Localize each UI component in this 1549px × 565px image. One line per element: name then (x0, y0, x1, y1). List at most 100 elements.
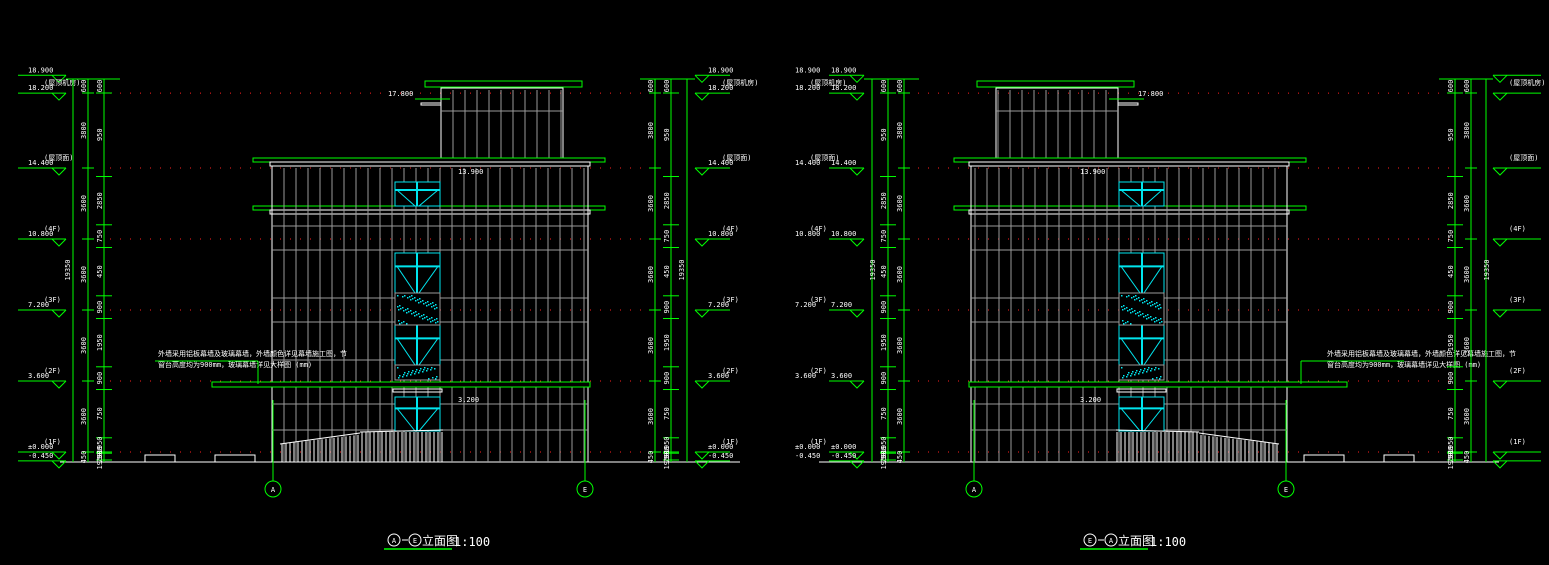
spandrel-dot (418, 372, 420, 374)
penthouse-roof-slab (424, 80, 583, 88)
spandrel-dot (432, 320, 434, 322)
spandrel-dot (420, 368, 422, 370)
spandrel-dot (407, 373, 409, 375)
site-step (214, 454, 256, 463)
canopy-level: 3.200 (1080, 396, 1101, 404)
spandrel-dot (1139, 311, 1141, 313)
level-name-text: (4F) (1509, 225, 1526, 233)
level-triangle-icon (51, 92, 67, 101)
level-name-text: (屋顶机房) (722, 78, 758, 87)
dimension-sub: 750 (1447, 450, 1455, 463)
upper-door-level: 13.900 (458, 168, 483, 176)
level-name-text: (1F) (722, 438, 739, 446)
spandrel-dot (1138, 373, 1140, 375)
site-step (144, 454, 176, 463)
dimension-sub: 1950 (663, 436, 671, 453)
roof-slab (269, 209, 591, 215)
spandrel-dot (401, 322, 403, 324)
level-elevation-text: 10.800 (28, 230, 53, 238)
level-name-text: (4F) (722, 225, 739, 233)
dimension-sub: 1950 (880, 334, 888, 351)
level-elevation-text: 18.200 (795, 84, 820, 92)
spandrel-dot (1159, 304, 1161, 306)
spandrel-dot (1145, 315, 1147, 317)
spandrel-dot (1147, 303, 1149, 305)
spandrel-dot (427, 368, 429, 370)
spandrel-dot (1160, 318, 1162, 320)
spandrel-dot (407, 308, 409, 310)
dimension-sub: 900 (1447, 372, 1455, 385)
level-triangle-icon (1492, 460, 1508, 469)
dimension-sub: 750 (663, 230, 671, 243)
spandrel-dot (1123, 375, 1125, 377)
spandrel-dot (418, 313, 420, 315)
spandrel-dot (408, 371, 410, 373)
dimension-floor: 3600 (647, 266, 655, 283)
window-diagonal (418, 338, 439, 366)
spandrel-dot (402, 376, 404, 378)
spandrel-dot (1155, 367, 1157, 369)
title-axis-bubble (408, 533, 422, 547)
grid-bubble (965, 480, 983, 498)
spandrel-dot (1148, 367, 1150, 369)
spandrel-dot (436, 318, 438, 320)
spandrel-dot (415, 300, 417, 302)
dimension-total: 19350 (869, 259, 877, 280)
level-elevation-text: 14.400 (708, 159, 733, 167)
grid-axis-label: E (583, 486, 587, 494)
window-diagonal (1143, 266, 1163, 294)
level-elevation-text: -0.450 (708, 452, 733, 460)
spandrel-dot (1131, 308, 1133, 310)
spandrel-dot (1150, 305, 1152, 307)
spandrel-dot (1126, 376, 1128, 378)
spandrel-dot (1159, 378, 1161, 380)
spandrel-dot (419, 298, 421, 300)
spandrel-dot (422, 371, 424, 373)
ramp-handrail (1115, 429, 1200, 433)
spandrel-dot (1151, 301, 1153, 303)
window-diagonal (418, 266, 439, 294)
level-elevation-text: 14.400 (795, 159, 820, 167)
door-canopy (392, 388, 443, 393)
spandrel-dot (1143, 316, 1145, 318)
spandrel-dot (1144, 368, 1146, 370)
dimension-sub: 1950 (96, 334, 104, 351)
level-name-text: (3F) (810, 296, 827, 304)
level-elevation-text: 18.200 (28, 84, 53, 92)
dimension-sub: 1950 (96, 436, 104, 453)
spandrel-dot (1136, 298, 1138, 300)
spandrel-dot (1122, 320, 1124, 322)
spandrel-dot (1147, 314, 1149, 316)
spandrel-dot (1141, 299, 1143, 301)
spandrel-dot (1155, 306, 1157, 308)
spandrel-dot (1127, 374, 1129, 376)
spandrel-dot (1137, 312, 1139, 314)
grid-axis-label: E (1284, 486, 1288, 494)
spandrel-dot (411, 372, 413, 374)
level-name-text: (屋顶面) (1509, 154, 1538, 162)
dimension-total: 19350 (64, 259, 72, 280)
dimension-sub: 450 (1447, 265, 1455, 278)
window-diagonal (1143, 189, 1163, 207)
spandrel-dot (1154, 369, 1156, 371)
spandrel-dot (402, 296, 404, 298)
spandrel-dot (429, 318, 431, 320)
spandrel-dot (1146, 371, 1148, 373)
spandrel-dot (1138, 315, 1140, 317)
dimension-sub: 600 (663, 80, 671, 93)
level-elevation-text: 18.900 (795, 66, 820, 74)
level-triangle-icon (694, 74, 710, 83)
level-triangle-icon (1492, 167, 1508, 176)
level-triangle-icon (51, 309, 67, 318)
level-elevation-text: 7.200 (708, 301, 729, 309)
level-elevation-text: 10.800 (708, 230, 733, 238)
dimension-sub: 1950 (880, 453, 888, 470)
level-triangle-icon (849, 238, 865, 247)
spandrel-dot (404, 372, 406, 374)
level-triangle-icon (694, 238, 710, 247)
spandrel-dot (421, 315, 423, 317)
dimension-sub: 900 (663, 301, 671, 314)
spandrel-dot (1149, 302, 1151, 304)
spandrel-dot (1146, 300, 1148, 302)
dimension-floor: 450 (1463, 451, 1471, 464)
